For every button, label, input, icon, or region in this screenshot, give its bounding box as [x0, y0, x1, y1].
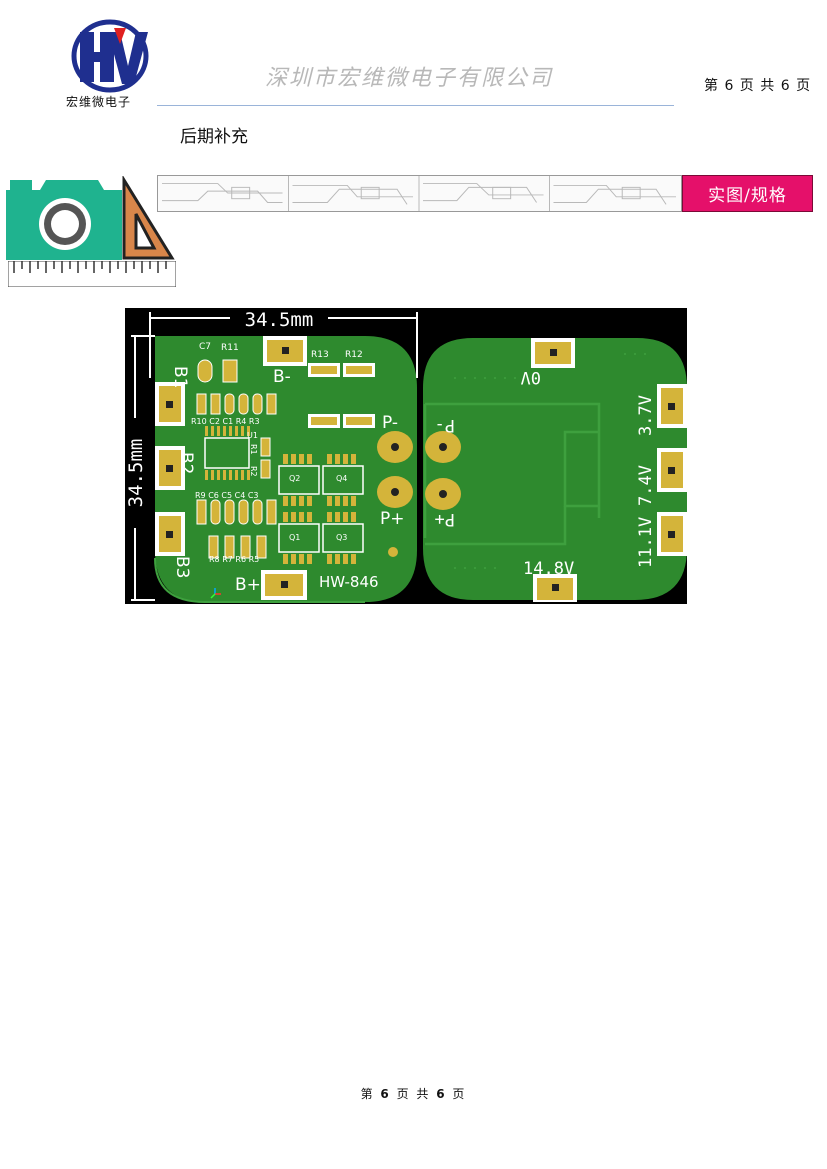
label-14v8: 14.8V: [523, 559, 574, 579]
label-b2: B2: [176, 452, 196, 474]
label-0v: 0V: [521, 367, 541, 387]
label-q3: Q3: [336, 533, 347, 542]
label-b-plus: B+: [235, 575, 261, 595]
label-q4: Q4: [336, 474, 347, 483]
footer-text-pre: 第: [360, 1087, 381, 1101]
set-square-icon: [122, 176, 175, 260]
page-indicator: 第 6 页 共 6 页: [704, 78, 812, 94]
ruler-icon: [8, 261, 176, 287]
company-logo: [71, 19, 149, 93]
label-p-minus: P-: [382, 413, 398, 433]
footer-text-post: 页: [446, 1087, 467, 1101]
label-b-minus: B-: [273, 367, 291, 387]
label-model: HW-846: [319, 573, 379, 591]
label-c7: C7: [199, 342, 211, 352]
pcb-board-photo: 34.5mm 34.5mm: [125, 308, 687, 604]
label-u1: U1: [247, 431, 258, 440]
page-footer: 第 6 页 共 6 页: [0, 1085, 827, 1102]
company-name: 深圳市宏维微电子有限公司: [265, 66, 554, 91]
camera-icon: [6, 180, 122, 260]
photo-spec-tag: 实图/规格: [682, 175, 813, 212]
section-heading: 后期补充: [180, 127, 248, 147]
dimension-width-label: 34.5mm: [245, 309, 314, 331]
label-7v4: 7.4V: [636, 465, 656, 506]
header-divider: [157, 105, 674, 106]
footer-page-number: 6: [380, 1087, 391, 1101]
label-r13: R13: [311, 350, 329, 360]
label-p-plus: P+: [380, 509, 405, 529]
label-row2: R9 C6 C5 C4 C3: [195, 491, 259, 500]
logo-caption: 宏维微电子: [66, 95, 132, 109]
footer-text-mid: 页 共: [390, 1087, 437, 1101]
label-row1: R10 C2 C1 R4 R3: [191, 417, 260, 426]
label-11v1: 11.1V: [636, 517, 656, 568]
pcb-front-side: 34.5mm 34.5mm: [125, 309, 418, 603]
label-r2: R2: [249, 466, 258, 477]
label-b1: B1: [170, 366, 190, 388]
label-r1: R1: [249, 444, 258, 455]
label-q1: Q1: [289, 533, 300, 542]
label-back-p-minus: P-: [435, 415, 455, 435]
label-3v7: 3.7V: [636, 395, 656, 436]
dimension-height-label: 34.5mm: [125, 439, 147, 508]
label-back-p-plus: P+: [435, 509, 455, 529]
label-r12: R12: [345, 350, 363, 360]
footer-page-total: 6: [436, 1087, 447, 1101]
pcb-back-side: 0V 3.7V 7.4V 11.1V 14.8V P- P+: [423, 338, 687, 602]
label-r11: R11: [221, 343, 239, 353]
label-b3: B3: [172, 556, 192, 578]
label-q2: Q2: [289, 474, 300, 483]
circuit-pattern-strip: [157, 175, 682, 212]
label-row3: R8 R7 R6 R5: [209, 555, 259, 564]
